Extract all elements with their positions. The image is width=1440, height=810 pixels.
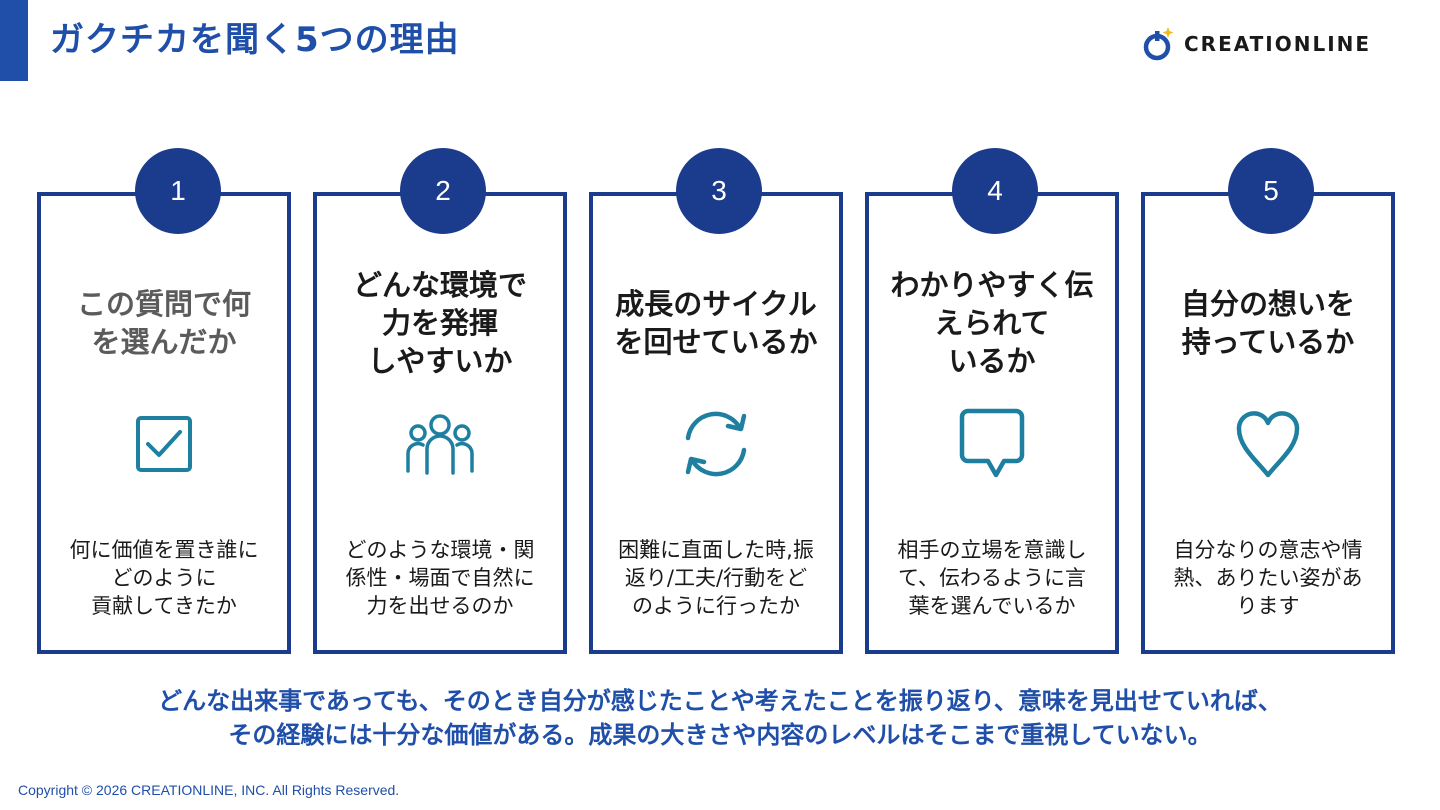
refresh-icon (676, 404, 756, 484)
people-icon (400, 404, 480, 484)
slide-title: ガクチカを聞く5つの理由 (50, 20, 460, 60)
card-description: 自分なりの意志や情 熱、ありたい姿があ ります (1173, 538, 1363, 618)
card-title: わかりやすく伝 えられて いるか (890, 268, 1094, 378)
heart-icon (1228, 404, 1308, 484)
card-description: 何に価値を置き誰に どのように 貢献してきたか (69, 538, 259, 618)
card-description: 困難に直面した時,振 返り/工夫/行動をど のように行ったか (618, 538, 814, 618)
card-description: どのような環境・関 係性・場面で自然に 力を出せるのか (345, 538, 535, 618)
card-number-badge: 3 (676, 148, 762, 234)
reason-card-3: 成長のサイクル を回せているか 困難に直面した時,振 返り/工夫/行動をど のよ… (589, 192, 843, 654)
reason-card-2: どんな環境で 力を発揮 しやすいか どのような環境・関 係性・場面で自然に 力を… (313, 192, 567, 654)
reason-card-5: 自分の想いを 持っているか 自分なりの意志や情 熱、ありたい姿があ ります (1141, 192, 1395, 654)
logo-text: CREATIONLINE (1184, 32, 1372, 56)
summary-message: どんな出来事であっても、そのとき自分が感じたことや考えたことを振り返り、意味を見… (158, 687, 1282, 749)
card-number-badge: 2 (400, 148, 486, 234)
copyright-notice: Copyright © 2026 CREATIONLINE, INC. All … (18, 782, 400, 798)
card-title: 自分の想いを 持っているか (1180, 287, 1355, 359)
card-title: この質問で何 を選んだか (76, 287, 251, 359)
company-logo: CREATIONLINE (1142, 24, 1371, 64)
reason-card-1: この質問で何 を選んだか 何に価値を置き誰に どのように 貢献してきたか (37, 192, 291, 654)
card-number-badge: 4 (952, 148, 1038, 234)
checkbox-icon (124, 404, 204, 484)
card-number-badge: 1 (135, 148, 221, 234)
card-title: どんな環境で 力を発揮 しやすいか (352, 268, 527, 378)
reason-card-4: わかりやすく伝 えられて いるか 相手の立場を意識し て、伝わるように言 葉を選… (865, 192, 1119, 654)
card-title: 成長のサイクル を回せているか (614, 287, 818, 359)
card-number-badge: 5 (1228, 148, 1314, 234)
logo-mark-icon (1143, 27, 1174, 61)
card-description: 相手の立場を意識し て、伝わるように言 葉を選んでいるか (897, 538, 1087, 618)
title-accent-bar (0, 0, 28, 81)
speech-bubble-icon (952, 404, 1032, 484)
